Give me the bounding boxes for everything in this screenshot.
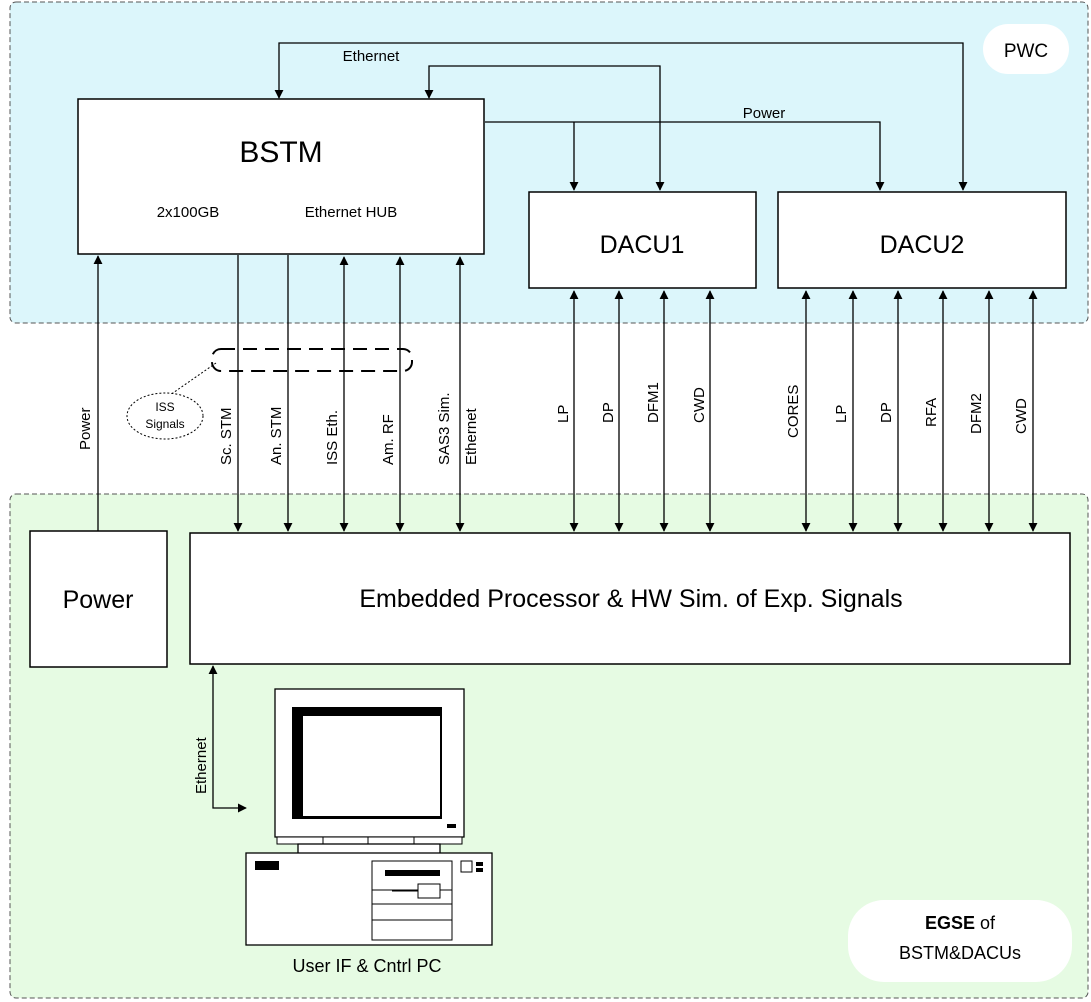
bstm-block	[78, 99, 484, 254]
egse-label-line2: BSTM&DACUs	[899, 943, 1021, 963]
power-distribution-label: Power	[743, 105, 786, 122]
dacu2-label-rfa: RFA	[923, 398, 940, 427]
bstm-storage-label: 2x100GB	[157, 204, 220, 221]
dacu1-label-dfm1: DFM1	[645, 382, 662, 423]
pc-caption: User IF & Cntrl PC	[292, 956, 441, 976]
dacu1-label-cwd: CWD	[691, 387, 708, 423]
dacu2-label-dfm2: DFM2	[968, 393, 985, 434]
dacu1-label-lp: LP	[555, 405, 572, 423]
pwc-label: PWC	[1004, 41, 1048, 62]
power-block-title: Power	[63, 586, 134, 614]
dacu2-label-cwd: CWD	[1013, 398, 1030, 434]
dacu2-title: DACU2	[880, 231, 965, 259]
signal-label-ethernet: Ethernet	[463, 407, 480, 465]
iss-signals-label-1: ISS	[155, 400, 174, 414]
signal-label-an-stm: An. STM	[268, 407, 285, 465]
embedded-processor-title: Embedded Processor & HW Sim. of Exp. Sig…	[359, 585, 902, 613]
egse-label: EGSE of	[925, 913, 996, 933]
signal-label-sc-stm: Sc. STM	[218, 407, 235, 465]
power-supply-label: Power	[77, 407, 94, 450]
dacu2-label-dp: DP	[878, 402, 895, 423]
computer-icon	[246, 689, 492, 945]
signal-label-sas3-sim: SAS3 Sim.	[436, 392, 453, 465]
iss-signals-group	[212, 349, 412, 371]
bstm-hub-label: Ethernet HUB	[305, 204, 398, 221]
ethernet-bus-label: Ethernet	[343, 48, 401, 65]
bstm-title: BSTM	[239, 136, 322, 169]
dacu2-label-cores: CORES	[785, 385, 802, 438]
pc-ethernet-label: Ethernet	[193, 736, 210, 794]
signal-label-iss-eth: ISS Eth.	[324, 410, 341, 465]
dacu1-label-dp: DP	[600, 402, 617, 423]
signal-label-am-rf: Am. RF	[380, 414, 397, 465]
iss-signals-label-2: Signals	[145, 417, 184, 431]
dacu1-title: DACU1	[600, 231, 685, 259]
dacu2-label-lp: LP	[833, 405, 850, 423]
iss-signals-leader	[170, 363, 216, 395]
